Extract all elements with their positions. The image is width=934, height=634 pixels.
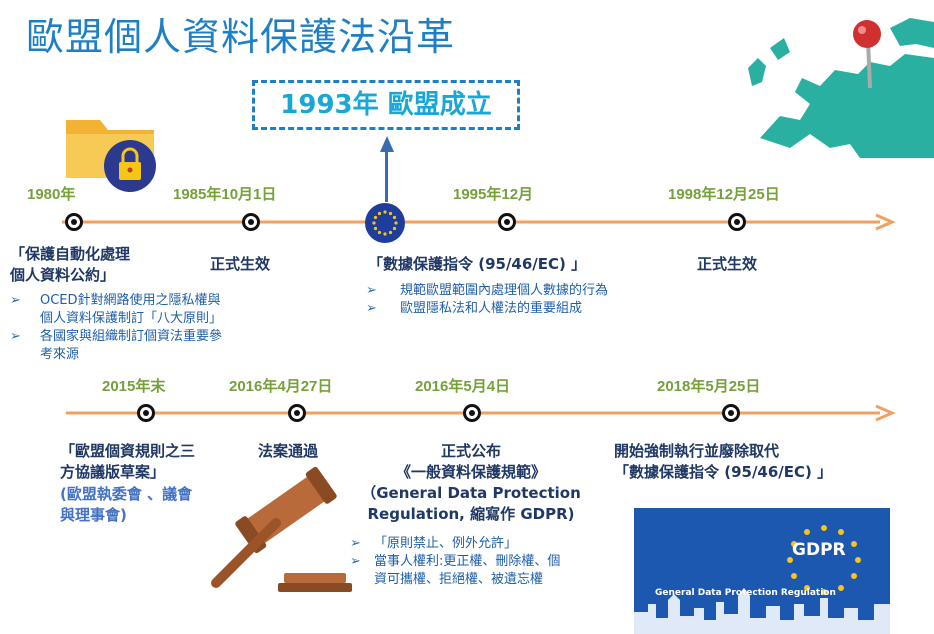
timeline-2-label-2015: 「歐盟個資規則之三 方協議版草案」 [60, 442, 196, 481]
gdpr-banner-title: GDPR [792, 540, 846, 560]
gdpr-banner-image [634, 508, 890, 634]
timeline-2-date-2018: 2018年5月25日 [657, 378, 761, 395]
timeline-2-label-2016-04: 法案通過 [258, 442, 319, 460]
gavel-icon [211, 466, 352, 592]
timeline-1-date-1995: 1995年12月 [453, 186, 534, 203]
timeline-2-label-2016-05: 正式公布 《一般資料保護規範》 （General Data Protection… [361, 442, 581, 523]
arrow-stem [385, 142, 388, 202]
bullet-text: 「原則禁止、例外允許」 [374, 536, 518, 551]
timeline-2-marker-2018 [722, 404, 740, 422]
bullet-icon: ➢ [350, 554, 361, 569]
timeline-2-label-2018: 開始強制執行並廢除取代 「數據保護指令 (95/46/EC) 」 [614, 442, 833, 481]
timeline-1-label-1995: 「數據保護指令 (95/46/EC) 」 [368, 255, 587, 273]
timeline-2-date-2016-04: 2016年4月27日 [229, 378, 333, 395]
list-item: ➢ 歐盟隱私法和人權法的重要組成 [366, 300, 608, 318]
folder-lock-icon [66, 120, 156, 192]
timeline-1-date-1985: 1985年10月1日 [173, 186, 277, 203]
timeline-1-date-1980: 1980年 [27, 186, 76, 203]
list-item: ➢ 當事人權利:更正權、刪除權、個 資可攜權、拒絕權、被遺忘權 [350, 553, 560, 589]
bullet-list-1995: ➢ 規範歐盟範圍內處理個人數據的行為 ➢ 歐盟隱私法和人權法的重要組成 [366, 282, 608, 318]
list-item: ➢ 規範歐盟範圍內處理個人數據的行為 [366, 282, 608, 300]
bullet-icon: ➢ [10, 293, 21, 308]
europe-map-icon [748, 18, 934, 158]
eu-flag-icon [365, 203, 405, 243]
timeline-2-line [66, 404, 896, 422]
timeline-2-sub-2015: (歐盟執委會 、議會 與理事會) [60, 485, 193, 524]
bullet-list-1980: ➢ OCED針對網路使用之隱私權與 個人資料保護制訂「八大原則」 ➢ 各國家與組織制… [10, 292, 222, 364]
bullet-icon: ➢ [10, 329, 21, 344]
bullet-list-2016: ➢ 「原則禁止、例外允許」 ➢ 當事人權利:更正權、刪除權、個 資可攜權、拒絕權、被… [350, 535, 560, 589]
timeline-1-marker-1980 [65, 213, 83, 231]
bullet-text: 歐盟隱私法和人權法的重要組成 [400, 301, 583, 316]
bullet-text: 規範歐盟範圍內處理個人數據的行為 [400, 283, 609, 298]
page-title: 歐盟個人資料保護法沿革 [26, 15, 456, 59]
timeline-1-marker-1995 [498, 213, 516, 231]
timeline-1-label-1998: 正式生效 [697, 255, 758, 273]
list-item: ➢ OCED針對網路使用之隱私權與 個人資料保護制訂「八大原則」 [10, 292, 222, 328]
list-item: ➢ 各國家與組織制訂個資法重要參 考來源 [10, 328, 222, 364]
timeline-1-marker-1998 [728, 213, 746, 231]
bullet-icon: ➢ [366, 283, 377, 298]
gdpr-banner-graphic [634, 508, 890, 634]
timeline-2-marker-2015 [137, 404, 155, 422]
bullet-text: OCED針對網路使用之隱私權與 個人資料保護制訂「八大原則」 [40, 293, 223, 326]
timeline-2-date-2016-05: 2016年5月4日 [415, 378, 511, 395]
eu-founded-box: 1993年 歐盟成立 [252, 80, 520, 130]
timeline-1-label-1980: 「保護自動化處理 個人資料公約」 [10, 245, 131, 284]
bullet-icon: ➢ [350, 536, 361, 551]
bullet-icon: ➢ [366, 301, 377, 316]
gdpr-banner-caption: General Data Protection Regulation [655, 588, 836, 598]
timeline-1-marker-1985 [242, 213, 260, 231]
bullet-text: 當事人權利:更正權、刪除權、個 資可攜權、拒絕權、被遺忘權 [374, 554, 561, 587]
bullet-text: 各國家與組織制訂個資法重要參 考來源 [40, 329, 223, 362]
timeline-2-marker-2016-04 [288, 404, 306, 422]
timeline-2-date-2015: 2015年末 [102, 378, 166, 395]
timeline-1-label-1985: 正式生效 [210, 255, 271, 273]
timeline-2-marker-2016-05 [463, 404, 481, 422]
timeline-1-date-1998: 1998年12月25日 [668, 186, 780, 203]
list-item: ➢ 「原則禁止、例外允許」 [350, 535, 560, 553]
timeline-1-line [62, 213, 896, 231]
